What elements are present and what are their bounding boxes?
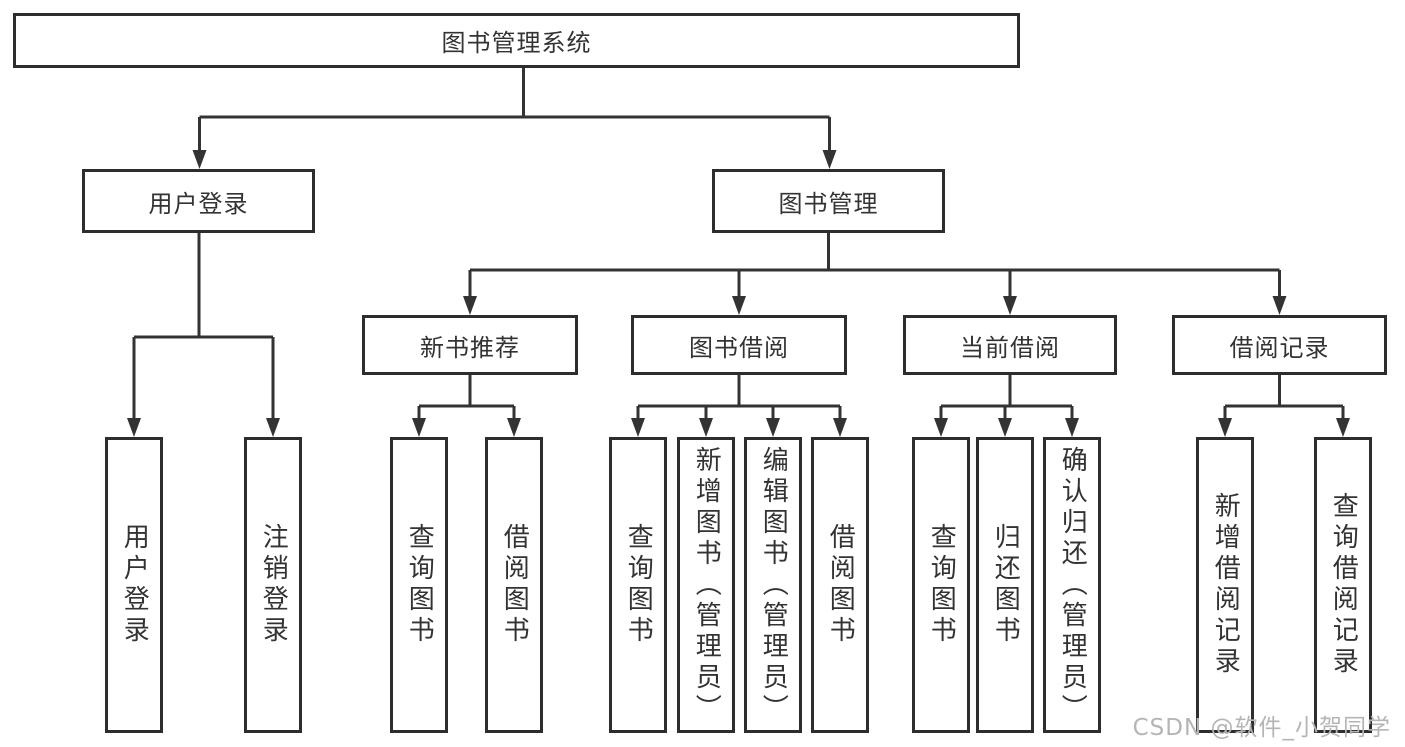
leaf-user-login: 用户登录 bbox=[105, 437, 163, 733]
leaf-newbook-query-books: 查询图书 bbox=[390, 437, 448, 733]
connector-new-book-rec bbox=[417, 375, 516, 421]
arrowhead bbox=[127, 418, 141, 437]
arrowhead bbox=[1272, 296, 1287, 315]
arrowhead bbox=[631, 418, 645, 437]
arrowhead bbox=[463, 296, 477, 315]
arrowhead bbox=[732, 296, 746, 315]
connector-root-trunk bbox=[198, 68, 831, 153]
leaf-label: 借阅图书 bbox=[499, 523, 530, 647]
connector-current-borrow bbox=[939, 375, 1074, 421]
arrowhead bbox=[998, 418, 1012, 437]
node-borrow-records: 借阅记录 bbox=[1172, 315, 1387, 375]
arrowhead bbox=[1336, 418, 1350, 437]
arrowhead bbox=[1218, 418, 1232, 437]
leaf-records-add-record: 新增借阅记录 bbox=[1196, 437, 1254, 733]
arrowhead bbox=[766, 418, 780, 437]
arrowhead bbox=[833, 418, 847, 437]
leaf-newbook-borrow-books: 借阅图书 bbox=[485, 437, 543, 733]
arrowhead bbox=[412, 418, 426, 437]
leaf-records-query-record: 查询借阅记录 bbox=[1314, 437, 1372, 733]
connector-book-borrow bbox=[636, 375, 842, 421]
leaf-label: 查询借阅记录 bbox=[1328, 492, 1359, 678]
arrowhead bbox=[266, 418, 280, 437]
leaf-label: 新增图书（管理员） bbox=[691, 445, 722, 725]
node-new-book-recommend: 新书推荐 bbox=[362, 315, 578, 375]
connector-borrow-records bbox=[1223, 375, 1345, 421]
leaf-current-return-books: 归还图书 bbox=[976, 437, 1034, 733]
arrowhead bbox=[1003, 296, 1017, 315]
node-root: 图书管理系统 bbox=[13, 13, 1020, 68]
leaf-label: 查询图书 bbox=[926, 523, 957, 647]
connector-book-mgmt bbox=[468, 233, 1281, 301]
leaf-label: 注销登录 bbox=[258, 523, 289, 647]
arrowhead bbox=[1065, 418, 1079, 437]
leaf-label: 查询图书 bbox=[623, 523, 654, 647]
arrowhead bbox=[934, 418, 948, 437]
leaf-label: 借阅图书 bbox=[825, 523, 856, 647]
leaf-label: 编辑图书（管理员） bbox=[758, 445, 789, 725]
leaf-label: 归还图书 bbox=[990, 523, 1021, 647]
arrowhead bbox=[507, 418, 521, 437]
leaf-borrow-borrow-books: 借阅图书 bbox=[811, 437, 869, 733]
leaf-current-confirm-return-admin: 确认归还（管理员） bbox=[1043, 437, 1101, 733]
arrowhead bbox=[699, 418, 713, 437]
node-current-borrow: 当前借阅 bbox=[903, 315, 1117, 375]
csdn-watermark: CSDN @软件_小贺同学 bbox=[1132, 715, 1391, 741]
leaf-current-query-books: 查询图书 bbox=[912, 437, 970, 733]
node-book-mgmt: 图书管理 bbox=[712, 169, 945, 233]
arrowhead bbox=[192, 150, 207, 169]
node-book-borrow: 图书借阅 bbox=[631, 315, 847, 375]
leaf-label: 新增借阅记录 bbox=[1210, 492, 1241, 678]
leaf-borrow-edit-books-admin: 编辑图书（管理员） bbox=[744, 437, 802, 733]
arrowhead bbox=[822, 150, 837, 169]
leaf-label: 查询图书 bbox=[404, 523, 435, 647]
leaf-logout-login: 注销登录 bbox=[244, 437, 302, 733]
node-user-login: 用户登录 bbox=[82, 169, 315, 233]
leaf-label: 用户登录 bbox=[119, 523, 150, 647]
leaf-label: 确认归还（管理员） bbox=[1057, 445, 1088, 725]
connector-user-login bbox=[132, 233, 275, 421]
leaf-borrow-add-books-admin: 新增图书（管理员） bbox=[677, 437, 735, 733]
leaf-borrow-query-books: 查询图书 bbox=[609, 437, 667, 733]
